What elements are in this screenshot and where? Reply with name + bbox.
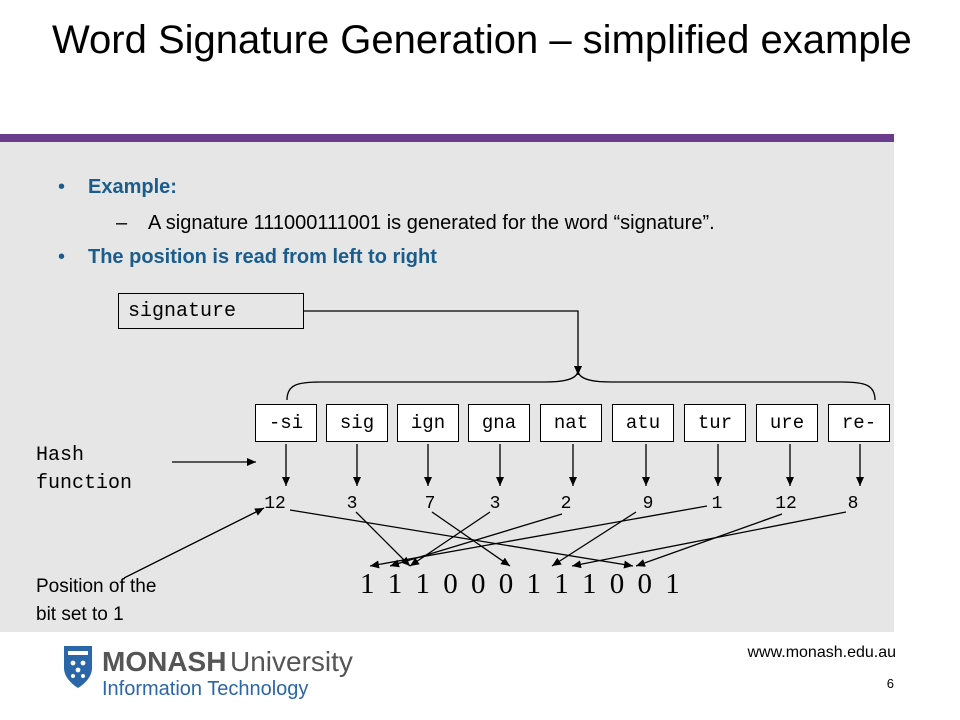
slide-title: Word Signature Generation – simplified e… (52, 18, 912, 62)
bullet-position: The position is read from left to right (88, 246, 437, 268)
position-label-line: Position of the (36, 576, 157, 597)
trigram-box: re- (828, 404, 890, 442)
position-label-arrow (123, 507, 265, 579)
hash-value: 8 (847, 494, 859, 514)
content-panel (0, 142, 894, 632)
trigram-box: gna (468, 404, 530, 442)
hash-value: 12 (264, 494, 286, 514)
hash-value: 3 (346, 494, 358, 514)
bit-mapping-arrow (551, 511, 637, 567)
accent-bar (0, 134, 894, 142)
monash-crest-icon: MONASH University Information Technology (64, 646, 353, 700)
hash-label-line: function (36, 472, 133, 495)
bit-mapping-arrow (571, 511, 847, 569)
trigram-box: ure (756, 404, 818, 442)
logo-bold-text: MONASH (102, 646, 226, 677)
curly-brace (286, 369, 876, 401)
logo-light-text: University (230, 646, 353, 677)
sub-bullet-signature: A signature 111000111001 is generated fo… (148, 212, 715, 234)
sub-bullet-marker: – (116, 212, 128, 234)
monash-logo: MONASH University Information Technology (62, 642, 362, 709)
hash-value: 9 (642, 494, 654, 514)
word-to-brace-connector (304, 310, 582, 375)
trigram-box: ign (397, 404, 459, 442)
hash-value: 7 (424, 494, 436, 514)
bit-mapping-arrow (635, 513, 783, 567)
hash-value: 3 (489, 494, 501, 514)
hash-label-line: Hash (36, 444, 85, 467)
position-label-line: bit set to 1 (36, 604, 124, 625)
hash-function-label: Hash function (36, 442, 132, 498)
logo-subtitle: Information Technology (102, 678, 308, 700)
position-label: Position of the bit set to 1 (36, 573, 156, 629)
hash-value: 1 (711, 494, 723, 514)
bit-mapping-arrow (289, 509, 634, 569)
signature-bits: 1 1 1 0 0 0 1 1 1 0 0 1 (360, 568, 683, 600)
page-number: 6 (886, 676, 894, 691)
trigram-box: tur (684, 404, 746, 442)
trigram-box: sig (326, 404, 388, 442)
bit-mapping-arrow (355, 511, 411, 567)
trigram-box: nat (540, 404, 602, 442)
trigram-box: atu (612, 404, 674, 442)
hash-value: 12 (775, 494, 797, 514)
bullet-marker: • (58, 176, 66, 198)
bullet-example: Example: (88, 176, 177, 198)
hash-value: 2 (560, 494, 572, 514)
bit-mapping-arrow (431, 511, 511, 567)
footer-url[interactable]: www.monash.edu.au (747, 644, 896, 661)
bullet-marker: • (58, 246, 66, 268)
trigram-box: -si (255, 404, 317, 442)
word-box: signature (118, 293, 304, 329)
bit-mapping-arrow (369, 505, 708, 569)
